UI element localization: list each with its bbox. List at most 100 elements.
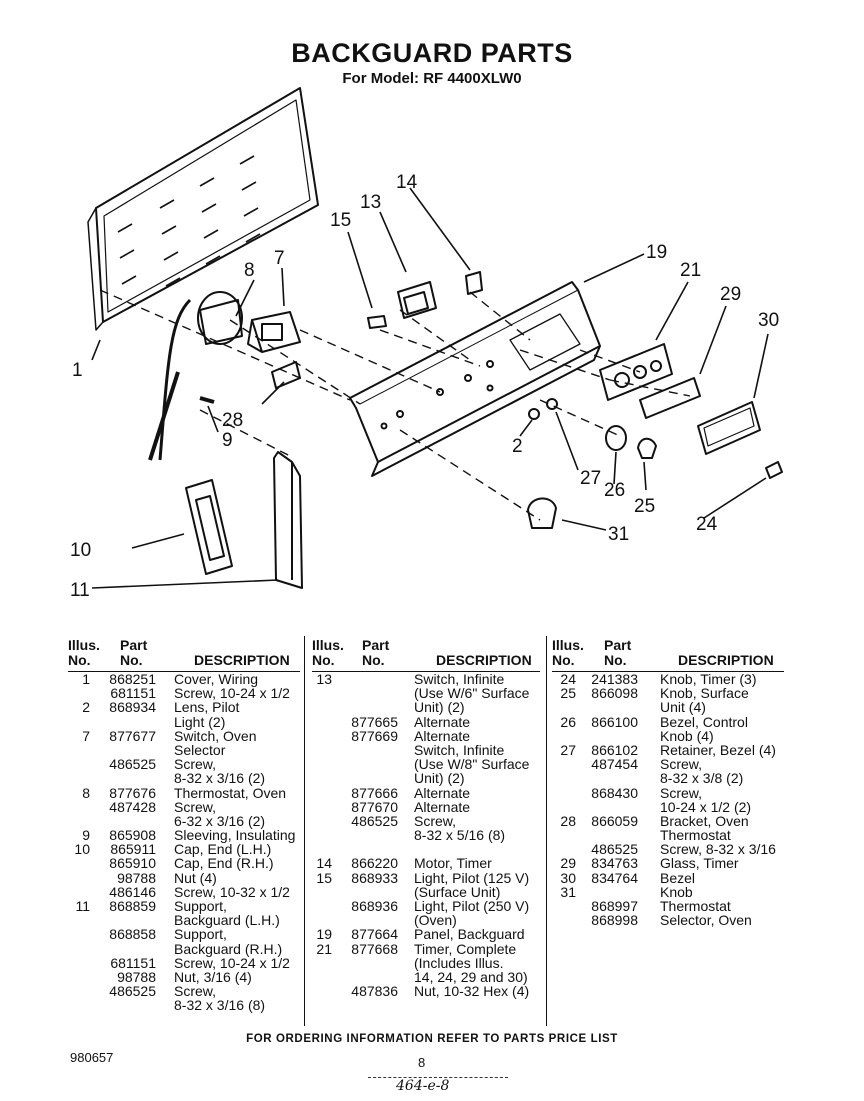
part-number: 866102 (591, 741, 638, 758)
illus-header: Illus. (552, 637, 584, 653)
part-description: Knob (660, 883, 693, 900)
part-description: Backguard (R.H.) (174, 940, 283, 957)
part-number: 834764 (591, 869, 638, 886)
end-cap-part (185, 479, 233, 575)
part-number: 877664 (351, 926, 398, 943)
part-number: 98788 (117, 968, 156, 985)
part-description: Bezel (660, 869, 696, 886)
table-row: Unit (4) (552, 700, 784, 714)
table-row: 8-32 x 3/8 (2) (552, 771, 784, 785)
description-header: DESCRIPTION (436, 652, 532, 668)
illus-number: 25 (560, 685, 576, 702)
part-number: 866220 (351, 855, 398, 872)
page-title: BACKGUARD PARTS (291, 38, 573, 68)
part-description: Thermostat, Oven (174, 784, 287, 801)
ordering-note: FOR ORDERING INFORMATION REFER TO PARTS … (246, 1033, 618, 1045)
part-description: Timer, Complete (414, 940, 517, 957)
part-number: 868936 (351, 898, 398, 914)
table-row: Unit) (2) (312, 700, 540, 714)
callout-27: 27 (580, 468, 601, 489)
part-description: Selector (174, 741, 226, 758)
column-divider (546, 636, 547, 1026)
part-number: 877670 (351, 798, 398, 815)
table-row: (Includes Illus. (312, 956, 540, 970)
part-description: 8-32 x 3/16 (8) (174, 997, 266, 1014)
part-number: 681151 (110, 954, 156, 971)
illus-number: 10 (74, 841, 90, 858)
table-header: Illus. No. Part No. DESCRIPTION (68, 636, 300, 672)
part-description: Screw, 10-32 x 1/2 (174, 883, 290, 900)
part-description: (Includes Illus. (414, 954, 504, 971)
part-number: 868430 (591, 784, 638, 801)
part-description: Glass, Timer (660, 855, 739, 872)
part-number: 877665 (351, 713, 398, 730)
description-header: DESCRIPTION (678, 652, 774, 668)
table-row: 877665 Alternate (312, 713, 540, 730)
part-no-header: No. (120, 652, 143, 668)
part-number: 877666 (351, 784, 398, 801)
timer-glass-part (639, 377, 701, 419)
illus-no-header: No. (68, 652, 91, 668)
part-description: Alternate (414, 727, 471, 744)
callout-11: 11 (70, 580, 90, 601)
part-number: 865910 (109, 855, 156, 872)
part-number: 486525 (109, 756, 156, 773)
part-description: Cap, End (L.H.) (174, 841, 272, 858)
part-description: Alternate (414, 713, 471, 730)
callout-15: 15 (330, 210, 351, 231)
illus-number: 29 (560, 855, 576, 872)
table-row: (Use W/6" Surface (312, 686, 540, 700)
pilot-light-part (367, 315, 387, 329)
part-number: 866059 (591, 812, 638, 829)
insulating-sleeving-part (199, 396, 215, 404)
illus-number: 7 (82, 727, 90, 744)
part-description: Alternate (414, 784, 471, 801)
part-number: 868858 (109, 926, 156, 943)
part-description: Knob, Surface (660, 685, 749, 702)
table-row: (Oven) (312, 913, 540, 927)
part-number: 877668 (351, 940, 398, 957)
backguard-support-part (273, 451, 303, 589)
part-description: Bracket, Oven (660, 812, 749, 829)
callout-2: 2 (512, 436, 523, 457)
part-number: 486525 (351, 812, 398, 829)
part-description: 6-32 x 3/16 (2) (174, 812, 266, 829)
part-header: Part (120, 637, 148, 653)
illus-number: 8 (82, 784, 90, 801)
part-description: Screw, 10-24 x 1/2 (174, 954, 290, 971)
table-row: Backguard (L.H.) (68, 913, 300, 927)
part-description: (Oven) (414, 912, 457, 929)
part-description: Support, (174, 898, 227, 914)
part-description: Nut (4) (174, 869, 217, 886)
part-number: 868997 (591, 898, 638, 914)
part-description: (Use W/6" Surface (414, 685, 530, 702)
dashed-divider (368, 1077, 508, 1078)
callout-24: 24 (696, 514, 718, 535)
timer-complete-part (599, 343, 673, 401)
part-number: 868934 (109, 699, 156, 716)
